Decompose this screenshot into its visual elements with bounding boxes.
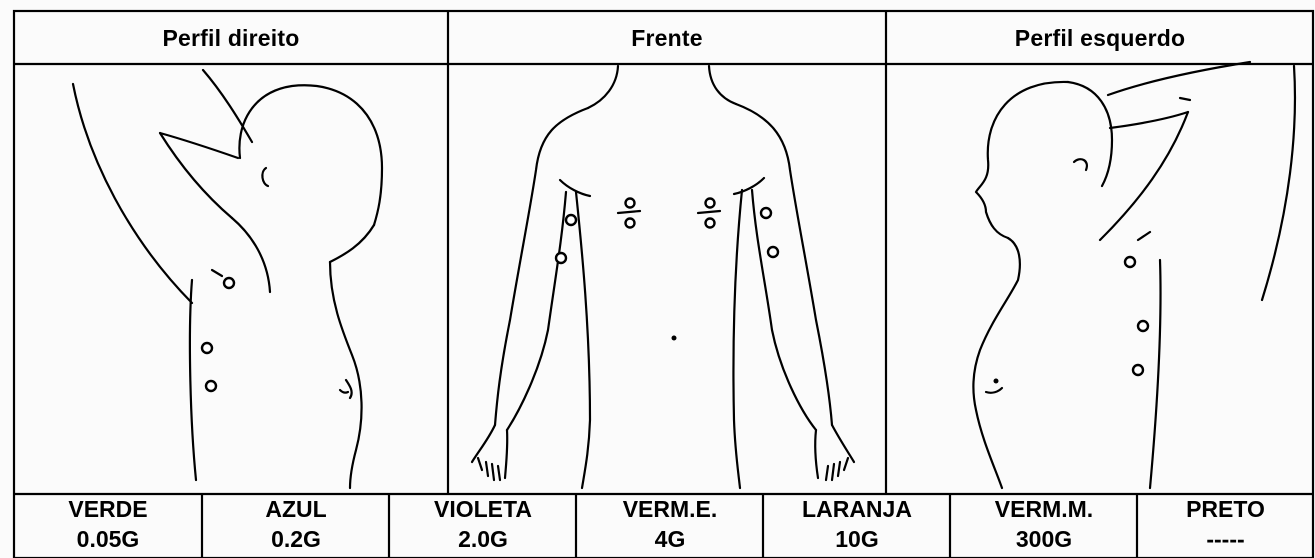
legend-color-label: VIOLETA <box>434 494 532 524</box>
legend-value-label: 2.0G <box>458 524 508 554</box>
legend-cell-verde: VERDE 0.05G <box>15 494 201 558</box>
legend-cell-violeta: VIOLETA 2.0G <box>390 494 576 558</box>
outer-frame <box>14 11 1313 558</box>
legend-color-label: PRETO <box>1186 494 1265 524</box>
left-profile-figure <box>973 62 1295 488</box>
right-profile-figure <box>73 70 382 488</box>
legend-value-label: ----- <box>1206 524 1244 554</box>
legend-color-label: VERM.M. <box>995 494 1093 524</box>
left-profile-title: Perfil esquerdo <box>887 12 1313 64</box>
legend-value-label: 0.2G <box>271 524 321 554</box>
front-figure <box>472 66 854 488</box>
legend-cell-preto: PRETO ----- <box>1138 494 1313 558</box>
legend-color-label: LARANJA <box>802 494 912 524</box>
legend-value-label: 0.05G <box>77 524 140 554</box>
legend-cell-azul: AZUL 0.2G <box>203 494 389 558</box>
legend-value-label: 10G <box>835 524 878 554</box>
legend-value-label: 4G <box>655 524 686 554</box>
legend-cell-verm-e: VERM.E. 4G <box>577 494 763 558</box>
legend-color-label: VERDE <box>68 494 147 524</box>
legend-color-label: VERM.E. <box>623 494 718 524</box>
legend-color-label: AZUL <box>265 494 326 524</box>
legend-cell-verm-m: VERM.M. 300G <box>951 494 1137 558</box>
front-title: Frente <box>449 12 885 64</box>
legend-value-label: 300G <box>1016 524 1072 554</box>
right-profile-title: Perfil direito <box>15 12 447 64</box>
legend-cell-laranja: LARANJA 10G <box>764 494 950 558</box>
